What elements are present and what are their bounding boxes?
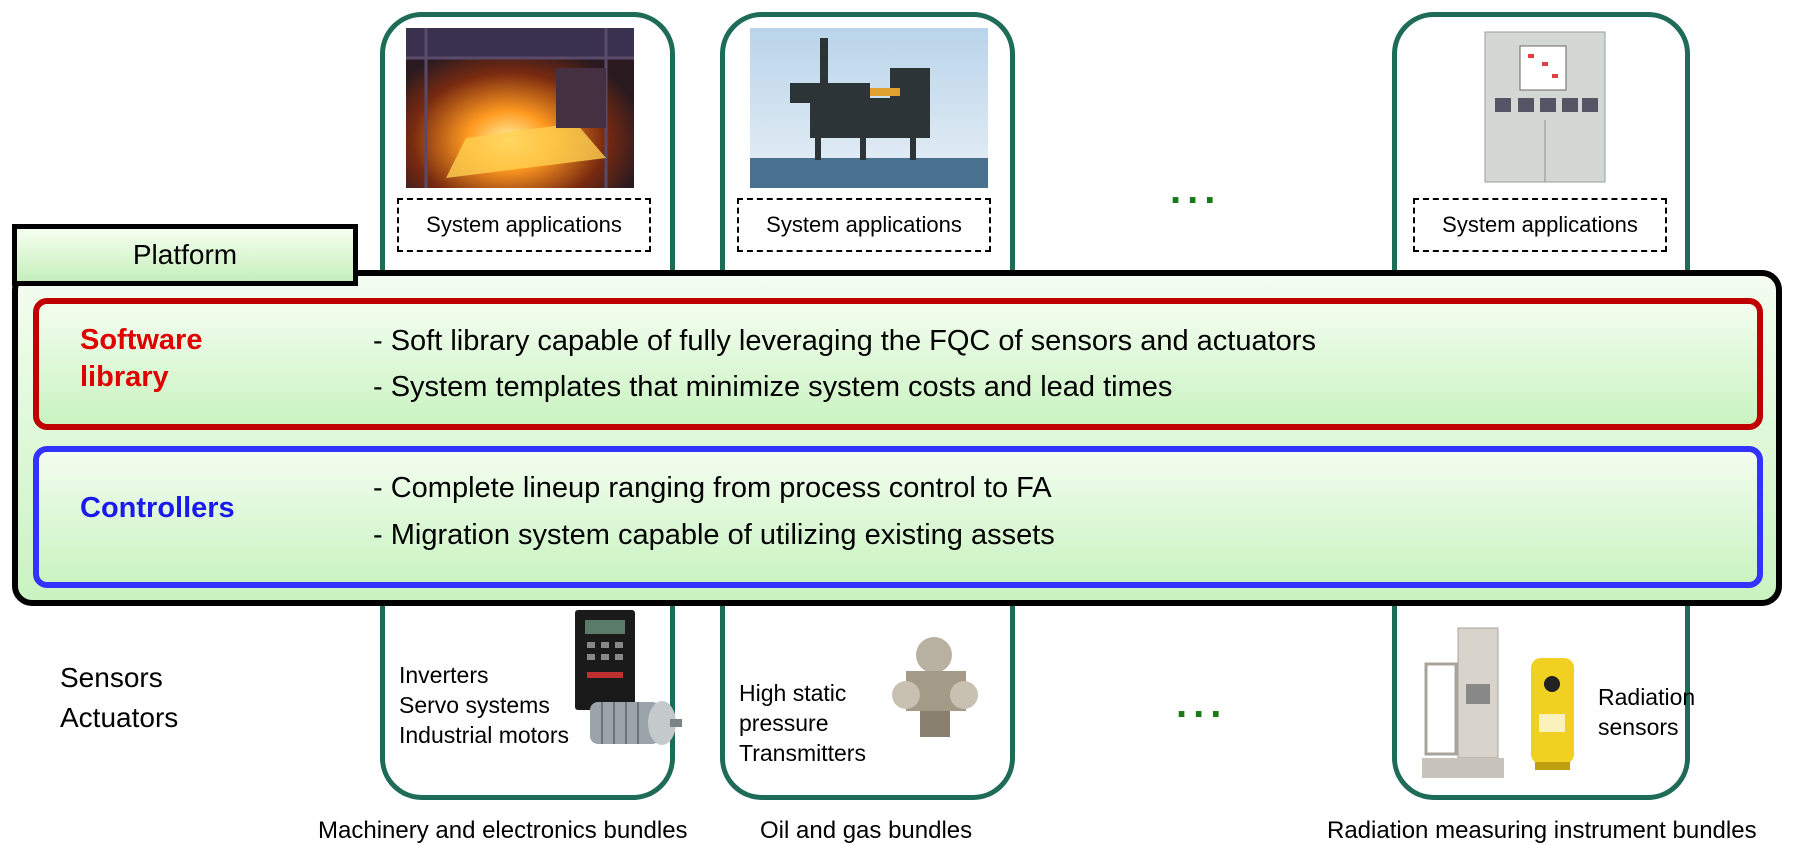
radiation-products-text: Radiation sensors <box>1598 684 1696 740</box>
controllers-label: Controllers <box>80 492 235 524</box>
platform-tab: Platform <box>12 224 358 286</box>
steel-mill-image <box>406 28 634 188</box>
oil-gas-products-text: High static pressure Transmitters <box>739 680 866 766</box>
radiation-sensor-image <box>1525 654 1580 774</box>
radiation-monitor-image <box>1418 624 1508 782</box>
sensors-actuators-label: Sensors Actuators <box>60 662 179 733</box>
ellipsis-top: ... <box>1170 168 1222 212</box>
machinery-products-text: Inverters Servo systems Industrial motor… <box>399 662 570 748</box>
offshore-platform-image <box>750 28 988 188</box>
oil-gas-bundle-label: Oil and gas bundles <box>760 817 973 844</box>
radiation-bundle-label: Radiation measuring instrument bundles <box>1327 817 1757 844</box>
controllers-bullet-1: - Complete lineup ranging from process c… <box>373 472 1052 504</box>
software-library-label: Software library <box>80 324 203 393</box>
pressure-transmitter-image <box>876 625 994 743</box>
inverter-image <box>573 608 637 713</box>
software-library-bullet-2: - System templates that minimize system … <box>373 371 1173 403</box>
system-applications-box-machinery: System applications <box>397 198 651 252</box>
system-applications-box-radiation: System applications <box>1413 198 1667 252</box>
controllers-box <box>33 446 1763 588</box>
machinery-bundle-label: Machinery and electronics bundles <box>318 817 688 844</box>
control-panel-image <box>1480 28 1610 188</box>
controllers-bullet-2: - Migration system capable of utilizing … <box>373 519 1055 551</box>
system-applications-box-oil-gas: System applications <box>737 198 991 252</box>
industrial-motor-image <box>582 688 682 756</box>
ellipsis-bottom: ... <box>1176 682 1228 726</box>
software-library-box <box>33 298 1763 430</box>
software-library-bullet-1: - Soft library capable of fully leveragi… <box>373 325 1316 357</box>
